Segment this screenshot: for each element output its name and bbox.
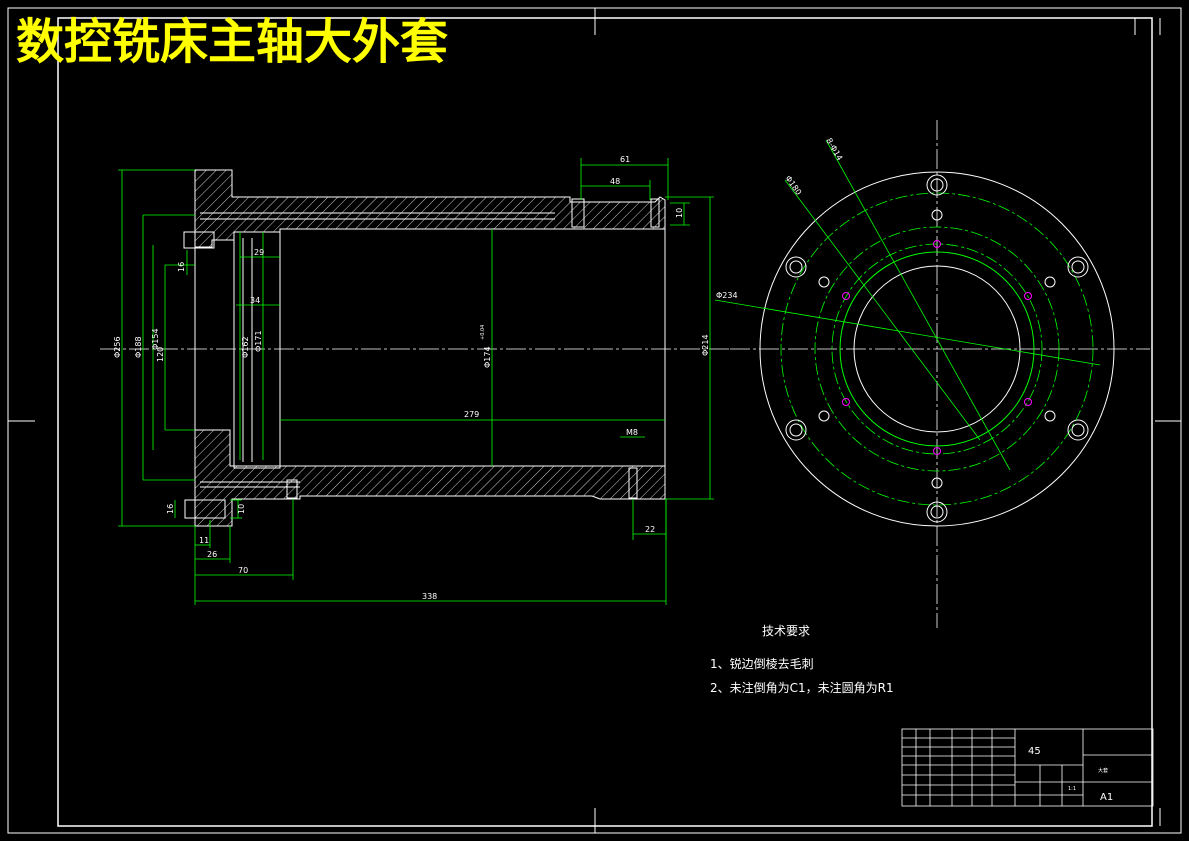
notes-item-2: 2、未注倒角为C1，未注圆角为R1 — [710, 680, 894, 695]
dim-29: 29 — [254, 248, 264, 257]
leader-lines — [714, 139, 1101, 471]
dim-61: 61 — [620, 155, 630, 164]
drawing-title: 数控铣床主轴大外套 — [16, 14, 448, 70]
bore-outline — [183, 170, 666, 526]
bolt-holes-inner — [818, 209, 1056, 489]
dim-120: 120 — [156, 347, 165, 362]
sheet-size-label: A1 — [1100, 792, 1113, 803]
end-view-circles — [759, 171, 1115, 527]
dimension-lines — [118, 158, 714, 605]
hatched-section — [194, 169, 666, 527]
center-lines — [730, 120, 1150, 628]
dim-phi256: Φ256 — [113, 336, 122, 358]
notes-item-1: 1、锐边倒棱去毛刺 — [710, 656, 814, 671]
end-view: 8-Φ14 Φ180 Φ234 — [714, 120, 1150, 628]
dim-279: 279 — [464, 410, 479, 419]
scale-label: 1:1 — [1068, 786, 1076, 792]
dim-11: 11 — [199, 536, 209, 545]
dim-phi154: Φ154 — [151, 328, 160, 350]
dim-m8: M8 — [626, 428, 638, 437]
dim-phi171: Φ171 — [254, 330, 263, 352]
dim-34: 34 — [250, 296, 260, 305]
dim-phi180: Φ180 — [783, 174, 803, 197]
technical-requirements: 技术要求 1、锐边倒棱去毛刺 2、未注倒角为C1，未注圆角为R1 — [710, 624, 894, 695]
dim-48: 48 — [610, 177, 620, 186]
tapped-holes — [842, 240, 1032, 455]
dim-22: 22 — [645, 525, 655, 534]
dim-16-left: 16 — [177, 262, 186, 272]
title-block: 45 大套 1:1 A1 — [901, 728, 1154, 807]
dim-26: 26 — [207, 550, 217, 559]
dim-phi174: Φ174 — [483, 346, 492, 368]
dim-16-bottom: 16 — [166, 504, 175, 514]
dim-8-phi14: 8-Φ14 — [824, 137, 844, 163]
drawing-frame — [7, 7, 1182, 834]
dim-10-bottom: 10 — [237, 504, 246, 514]
part-name-label: 大套 — [1098, 767, 1108, 774]
dim-10-top: 10 — [675, 208, 684, 218]
material-label: 45 — [1028, 746, 1041, 757]
dim-tol174: +0.04 — [480, 325, 486, 340]
dim-phi214: Φ214 — [701, 334, 710, 356]
dim-phi188: Φ188 — [134, 336, 143, 358]
bolt-holes-outer — [785, 174, 1089, 523]
dim-phi162: Φ162 — [241, 336, 250, 358]
dim-70: 70 — [238, 566, 248, 575]
dim-phi234: Φ234 — [716, 291, 738, 300]
notes-heading: 技术要求 — [762, 624, 810, 638]
section-view: 61 48 10 16 29 34 Φ256 Φ188 Φ154 120 Φ16… — [100, 155, 730, 605]
dim-338: 338 — [422, 592, 437, 601]
